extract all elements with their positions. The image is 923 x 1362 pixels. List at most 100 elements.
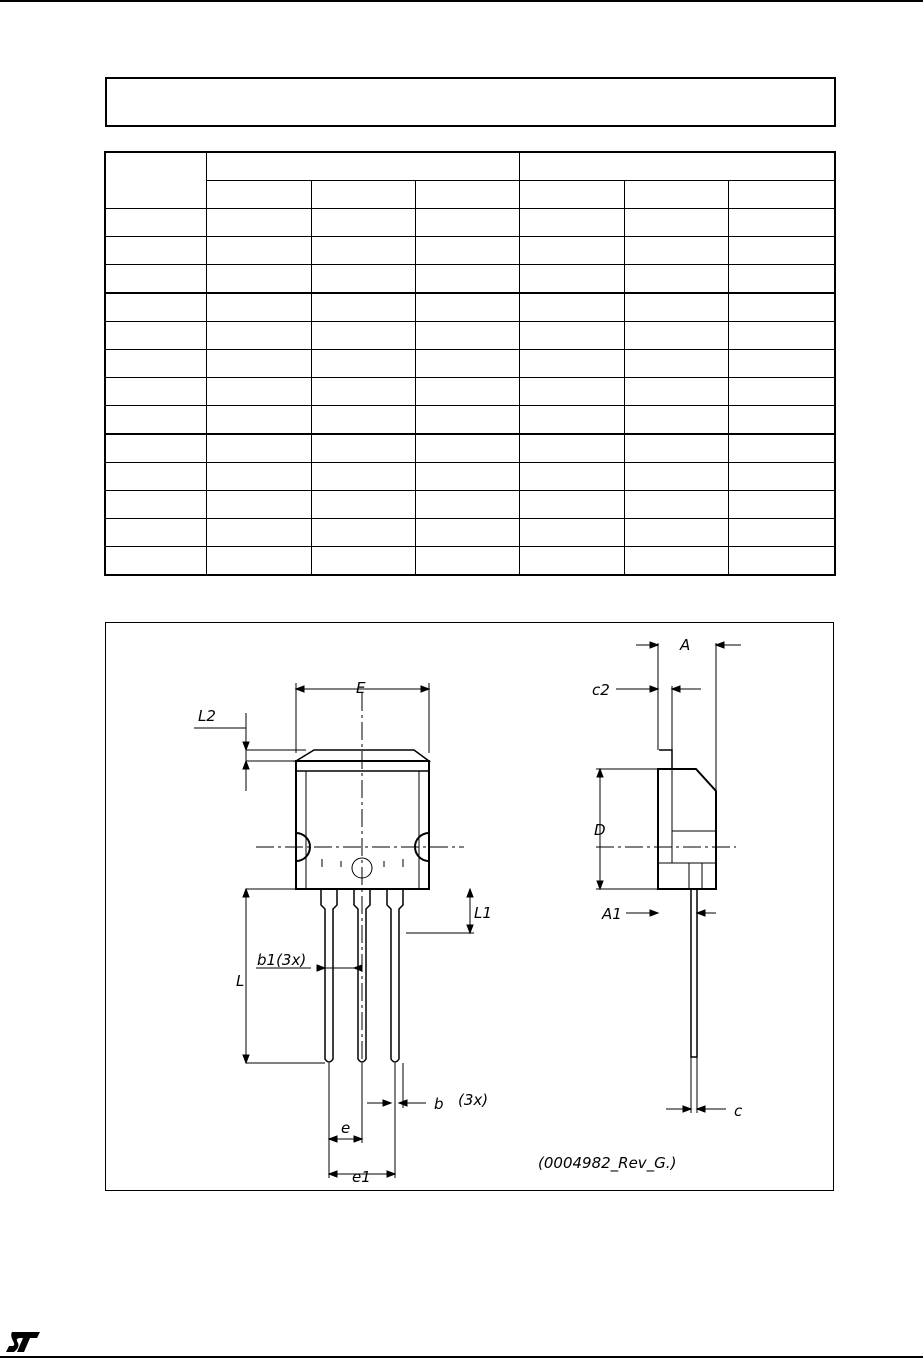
package-drawing: E L2 L1 L b1(3x) b (3x) e e1 A c2 D A1 c… — [105, 622, 834, 1191]
label-e: e — [341, 1119, 350, 1137]
label-b-count: (3x) — [458, 1091, 488, 1109]
table-cell — [624, 490, 730, 519]
table-cell — [414, 462, 521, 491]
table-row — [105, 321, 836, 350]
table-cell — [519, 546, 626, 575]
table-cell — [624, 433, 730, 463]
table-cell — [414, 546, 521, 575]
table-cell — [519, 462, 626, 491]
b-arrows — [382, 1099, 408, 1107]
table-cell — [206, 462, 312, 491]
side-body-details — [658, 769, 716, 864]
L-arrows — [242, 887, 250, 1065]
table-cell — [624, 180, 730, 209]
right-notch — [414, 832, 430, 862]
table-cell — [105, 292, 207, 322]
drawing-reference: (0004982_Rev_G.) — [538, 1154, 676, 1173]
leads — [320, 889, 404, 1063]
label-A1: A1 — [601, 905, 622, 923]
lead-2 — [353, 889, 371, 1063]
table-cell — [728, 236, 836, 265]
table-cell — [624, 321, 730, 350]
side-lead — [690, 888, 698, 1058]
c-arrows — [682, 1105, 706, 1113]
table-cell — [728, 208, 836, 237]
table-cell — [206, 292, 312, 322]
table-cell — [105, 377, 207, 406]
table-cell — [105, 208, 207, 237]
label-b1: b1(3x) — [257, 951, 306, 969]
top-rule — [0, 0, 923, 2]
table-cell — [414, 349, 521, 378]
table-cell — [728, 349, 836, 378]
package-drawing-svg: E L2 L1 L b1(3x) b (3x) e e1 A c2 D A1 c… — [194, 636, 743, 1186]
label-L: L — [236, 972, 244, 990]
table-cell — [206, 377, 312, 406]
table-cell — [728, 433, 836, 463]
table-row — [105, 490, 836, 519]
b1-arrows — [316, 964, 363, 972]
lead-3 — [386, 889, 404, 1063]
table-cell — [624, 292, 730, 322]
inch-header-cell — [519, 152, 836, 181]
table-cell — [624, 264, 730, 294]
label-L1: L1 — [474, 904, 492, 922]
table-cell — [624, 518, 730, 547]
left-notch — [295, 832, 311, 862]
side-view — [596, 641, 741, 1113]
table-cell — [728, 321, 836, 350]
table-cell — [728, 180, 836, 209]
label-L2: L2 — [198, 707, 216, 725]
table-header-row — [105, 152, 836, 209]
table-cell — [414, 264, 521, 294]
mm-header-cell — [205, 152, 521, 181]
table-cell — [728, 292, 836, 322]
table-cell — [105, 490, 207, 519]
A1-arrows — [649, 909, 706, 917]
table-cell — [311, 490, 416, 519]
table-cell — [206, 349, 312, 378]
table-cell — [206, 321, 312, 350]
table-cell — [105, 433, 207, 463]
table-cell — [519, 236, 626, 265]
table-cell — [105, 264, 207, 294]
table-cell — [624, 236, 730, 265]
dimensions-table — [103, 151, 837, 576]
table-cell — [414, 180, 521, 209]
L1-arrows — [466, 887, 474, 935]
table-row — [105, 433, 836, 463]
table-row — [105, 292, 836, 322]
table-cell — [519, 180, 626, 209]
table-row — [105, 546, 836, 575]
table-cell — [728, 264, 836, 294]
table-cell — [728, 462, 836, 491]
table-cell — [519, 321, 626, 350]
side-tab — [659, 749, 673, 769]
E-arrows — [294, 685, 431, 693]
table-cell — [414, 292, 521, 322]
table-cell — [519, 518, 626, 547]
table-cell — [414, 321, 521, 350]
table-cell — [728, 518, 836, 547]
table-cell — [624, 208, 730, 237]
table-cell — [728, 377, 836, 406]
table-cell — [311, 546, 416, 575]
label-c: c — [734, 1102, 743, 1120]
table-cell — [311, 518, 416, 547]
table-cell — [414, 490, 521, 519]
table-cell — [519, 433, 626, 463]
table-cell — [311, 349, 416, 378]
L2-extensions — [246, 749, 306, 762]
table-cell — [311, 292, 416, 322]
table-cell — [206, 405, 312, 435]
table-cell — [206, 208, 312, 237]
table-cell — [311, 208, 416, 237]
lead-1 — [320, 889, 338, 1063]
table-cell — [414, 405, 521, 435]
table-cell — [414, 518, 521, 547]
A-extensions — [657, 643, 717, 791]
table-row — [105, 518, 836, 547]
table-cell — [728, 546, 836, 575]
table-cell — [414, 377, 521, 406]
table-row — [105, 264, 836, 294]
